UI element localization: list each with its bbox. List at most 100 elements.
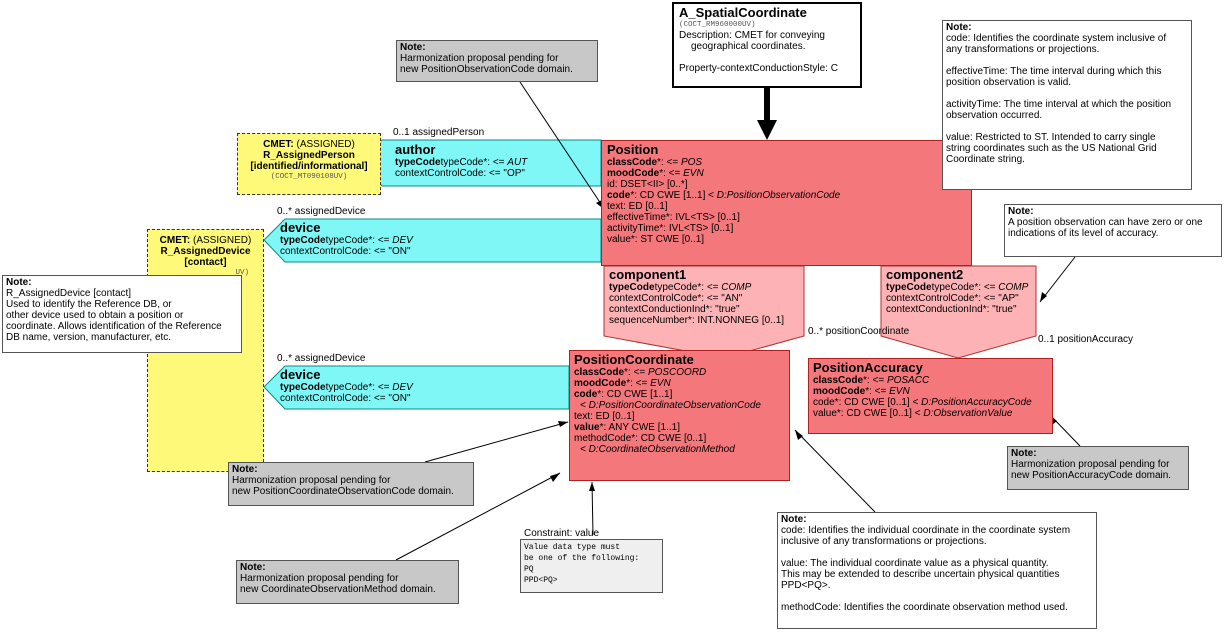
note-line: code: Identifies the coordinate system i…: [946, 33, 1167, 44]
note-heading: Note:: [1011, 448, 1037, 459]
position-attribute-type: effectiveTime*: IVL<TS> [0..1]: [607, 212, 740, 223]
pc-value: *: ANY CWE [1..1]: [599, 422, 680, 433]
constraint-line: Value data type must: [524, 543, 621, 552]
author-typecode-value: AUT: [507, 157, 528, 168]
pc-code-domain: < D:PositionCoordinateObservationCode: [580, 400, 761, 411]
note-line: This may be extended to describe uncerta…: [781, 569, 1060, 580]
position-coordinate-class: PositionCoordinate classCode*: <= POSCOO…: [569, 350, 790, 481]
position-attribute-value: D:PositionObservationCode: [716, 190, 841, 201]
constraint-label: Constraint: value: [524, 528, 600, 539]
device2-context: contextControlCode: <= "ON": [280, 393, 411, 404]
note-position: Note: code: Identifies the coordinate sy…: [942, 20, 1192, 190]
note-line: inclusive of any transformations or proj…: [781, 536, 987, 547]
note-line: Harmonization proposal pending for: [232, 475, 391, 486]
position-attribute-value: EVN: [683, 168, 704, 179]
note-line: coordinate. Allows identification of the…: [6, 321, 222, 332]
position-attribute-row: code*: CD CWE [1..1] < D:PositionObserva…: [607, 190, 966, 201]
note-line: Used to identify the Reference DB, or: [6, 299, 172, 310]
component1-typecode-value: COMP: [721, 282, 752, 293]
device2-participation: device typeCodetypeCode*: <= DEV context…: [280, 368, 565, 410]
pa-code-domain: D:PositionAccuracyCode: [921, 397, 1032, 408]
position-attribute-type: text: ED [0..1]: [607, 201, 668, 212]
component1-sequence: sequenceNumber*: INT.NONNEG [0..1]: [609, 315, 785, 326]
pc-moodcode: *: <=: [626, 378, 651, 389]
note-heading: Note:: [400, 42, 426, 53]
pc-classcode: *: <=: [624, 367, 648, 378]
position-attribute-row: effectiveTime*: IVL<TS> [0..1]: [607, 212, 966, 223]
component2-typecode-label: typeCode: [886, 282, 932, 293]
component2-typecode: typeCode*: <=: [931, 282, 999, 293]
pc-moodcode-label: moodCode: [574, 378, 627, 389]
cmet-device-id: UV): [235, 269, 249, 277]
arrowhead-coord-obs: [558, 421, 568, 427]
constraint-line: be one of the following:: [524, 554, 640, 563]
note-line-coordinate: [794, 429, 876, 513]
position-attribute-row: classCode*: <= POS: [607, 157, 966, 168]
pa-classcode: *: <=: [863, 375, 887, 386]
component2-title: component2: [886, 268, 964, 282]
pc-code: *: CD CWE [1..1]: [597, 389, 673, 400]
pc-classcode-label: classCode: [574, 367, 625, 378]
spatial-coordinate-desc-1: Description: CMET for conveying: [679, 30, 825, 41]
note-line-method: [395, 472, 561, 561]
device2-typecode-value: DEV: [392, 382, 413, 393]
author-typecode-label: typeCode: [395, 157, 441, 168]
note-line: Harmonization proposal pending for: [1011, 459, 1170, 470]
component2-relationship-shape: [880, 265, 1037, 359]
note-line-accuracy: [1039, 256, 1076, 303]
arrowhead-coordinate: [795, 430, 803, 440]
cmet-person-label: CMET:: [263, 139, 294, 150]
note-line: observation occurred.: [946, 110, 1043, 121]
position-attribute-row: moodCode*: <= EVN: [607, 168, 966, 179]
pc-moodcode-value: EVN: [650, 378, 671, 389]
pc-methodcode: methodCode*: CD CWE [0..1]: [574, 433, 707, 444]
author-participation: author typeCodetypeCode*: <= AUT context…: [395, 143, 601, 185]
position-attribute-type: value*: ST CWE [0..1]: [607, 234, 705, 245]
author-title: author: [395, 143, 436, 157]
pc-text: text: ED [0..1]: [574, 411, 635, 422]
note-line: value: Restricted to ST. Intended to car…: [946, 132, 1156, 143]
note-line: Coordinate string.: [946, 154, 1025, 165]
device1-typecode-label: typeCode: [280, 235, 326, 246]
note-heading: Note:: [232, 464, 258, 475]
device1-participation-shape: [263, 218, 602, 263]
component1-typecode: typeCode*: <=: [654, 282, 722, 293]
component1-relationship: component1 typeCodetypeCode*: <= COMP co…: [609, 268, 809, 336]
spatial-coordinate-desc-2: geographical coordinates.: [691, 41, 806, 52]
position-attribute-row: id: DSET<II> [0..*]: [607, 179, 966, 190]
pa-classcode-label: classCode: [813, 375, 864, 386]
component2-relationship: component2 typeCodetypeCode*: <= COMP co…: [886, 268, 1036, 326]
pc-method-domain: < D:CoordinateObservationMethod: [580, 444, 735, 455]
device2-typecode: typeCode*: <=: [325, 382, 393, 393]
component1-typecode-label: typeCode: [609, 282, 655, 293]
note-line: [946, 88, 1188, 99]
note-heading: Note:: [946, 22, 972, 33]
note-harm-accuracy-code: Note: Harmonization proposal pending for…: [1007, 446, 1189, 490]
pa-moodcode: *: <=: [865, 386, 890, 397]
position-attribute-row: activityTime*: IVL<TS> [0..1]: [607, 223, 966, 234]
cmet-device-name: R_AssignedDevice: [160, 246, 251, 257]
spatial-arrowhead: [757, 120, 777, 140]
component2-conduction: contextConductionInd*: "true": [886, 304, 1017, 315]
component1-conduction: contextConductionInd*: "true": [609, 304, 740, 315]
note-line: DB name, version, manufacturer, etc.: [6, 332, 172, 343]
position-attribute-row: text: ED [0..1]: [607, 201, 966, 212]
spatial-coordinate-box: A_SpatialCoordinate (COCT_RM960000UV) De…: [672, 2, 862, 88]
author-cardinality: 0..1 assignedPerson: [393, 127, 485, 138]
note-line: [781, 591, 1093, 602]
author-typecode: typeCode*: <=: [440, 157, 508, 168]
position-accuracy-class: PositionAccuracy classCode*: <= POSACC m…: [808, 358, 1053, 434]
device1-context: contextControlCode: <= "ON": [280, 246, 411, 257]
note-harm-observation-method: Note: Harmonization proposal pending for…: [236, 560, 459, 604]
note-line: new PositionObservationCode domain.: [400, 64, 573, 75]
arrowhead-constraint: [589, 482, 595, 491]
device2-typecode-label: typeCode: [280, 382, 326, 393]
cmet-assigned-person: CMET: (ASSIGNED) R_AssignedPerson [ident…: [237, 133, 381, 195]
pa-classcode-value: POSACC: [886, 375, 930, 386]
note-line: activityTime: The time interval at which…: [946, 99, 1172, 110]
note-line: any transformations or projections.: [946, 44, 1100, 55]
device1-typecode: typeCode*: <=: [325, 235, 393, 246]
constraint-box: Value data type must be one of the follo…: [520, 539, 663, 593]
